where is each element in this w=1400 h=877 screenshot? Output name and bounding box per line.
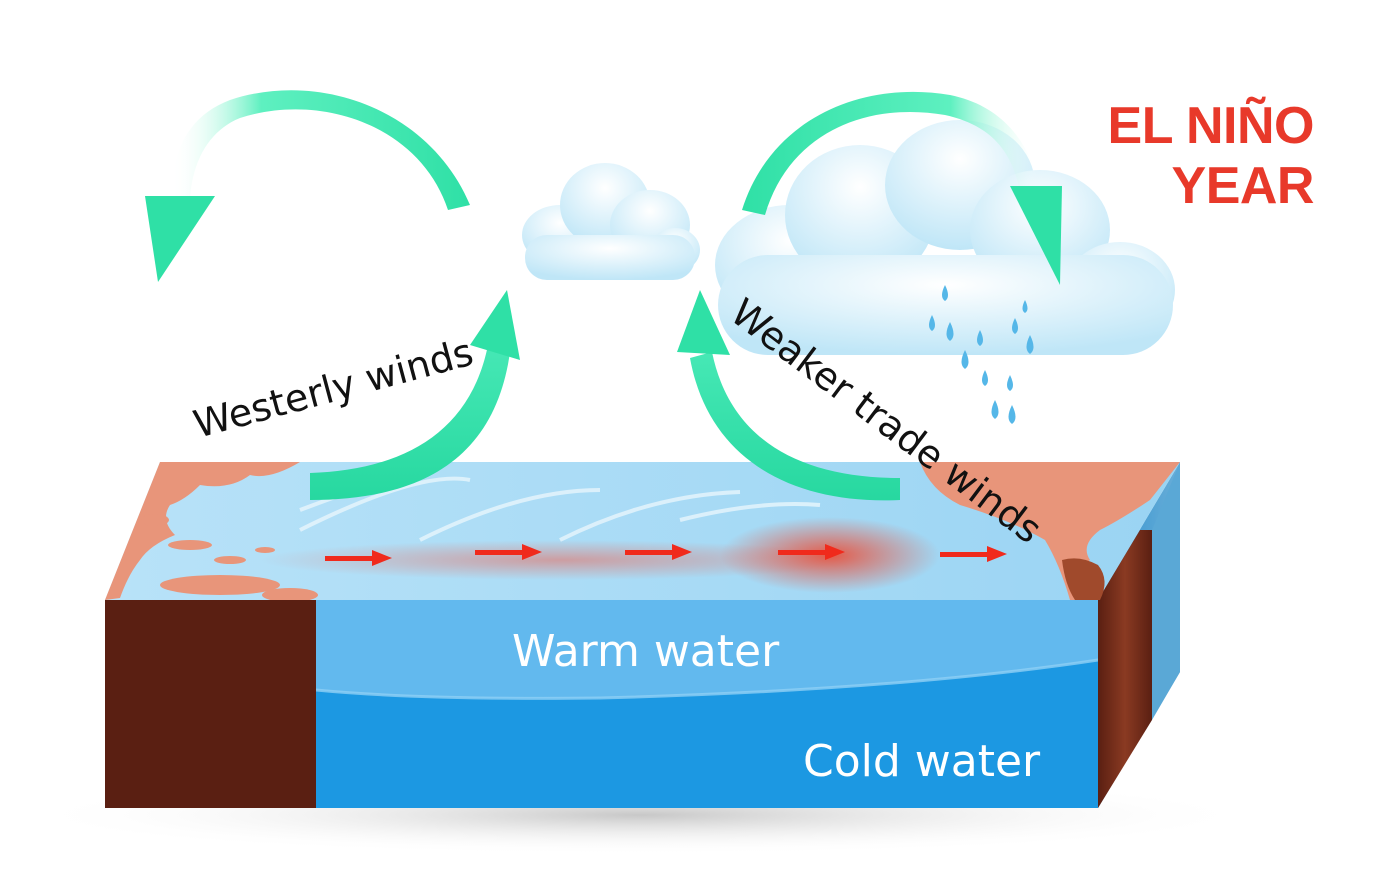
raindrop-icon: [1022, 300, 1028, 313]
westerly-winds-label: Westerly winds: [189, 330, 478, 447]
trade-wind-arrow: [677, 290, 900, 501]
land-cliff-right: [1098, 530, 1152, 808]
current-arrow-icon: [325, 550, 392, 566]
current-arrow-icon: [475, 544, 542, 560]
raindrop-icon: [1007, 375, 1013, 391]
title-line-1: EL NIÑO: [1107, 97, 1315, 155]
westerly-wind-arrow: [310, 290, 520, 500]
islands-left: [141, 514, 318, 602]
current-arrows: [325, 544, 1007, 566]
raindrop-icon: [942, 285, 948, 301]
cold-water-label: Cold water: [803, 736, 1041, 787]
raindrop-icon: [1008, 405, 1016, 424]
raindrop-icon: [946, 322, 954, 341]
current-arrow-icon: [625, 544, 692, 560]
raindrop-icon: [977, 330, 983, 346]
warm-water-layer: [316, 600, 1098, 699]
current-arrow-icon: [778, 544, 845, 560]
land-cliff-left: [105, 600, 316, 808]
ocean-block: [105, 462, 1180, 808]
land-cliff-right-top: [1062, 558, 1105, 600]
wind-arrow-icon: [145, 90, 470, 282]
raindrops: [929, 285, 1034, 424]
block-side-water: [1152, 462, 1180, 720]
current-arrow-icon: [940, 546, 1007, 562]
raindrop-icon: [1026, 335, 1034, 354]
cloud-icon: [522, 163, 700, 280]
raindrop-icon: [991, 400, 999, 419]
raindrop-icon: [1012, 318, 1018, 334]
land-left: [105, 462, 300, 600]
raindrop-icon: [961, 350, 969, 369]
title-line-2: YEAR: [1171, 157, 1315, 215]
warm-water-label: Warm water: [512, 626, 780, 677]
diagram-title: EL NIÑO YEAR: [1107, 96, 1315, 216]
warm-current-trail: [260, 540, 860, 580]
land-right: [920, 462, 1180, 600]
raindrop-icon: [982, 370, 988, 386]
wind-arrow-icon: [742, 91, 1062, 285]
raindrop-icon: [929, 315, 935, 331]
